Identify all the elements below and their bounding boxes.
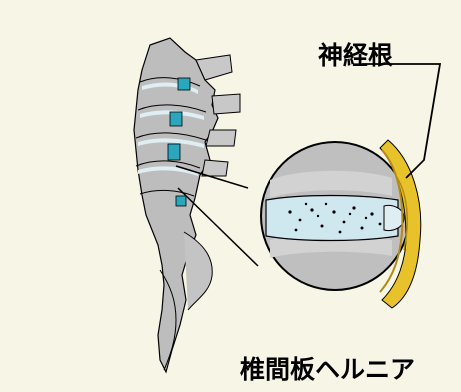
nerve-root-label: 神経根 [318, 36, 393, 72]
magnified-view [261, 140, 421, 308]
disc-highlight-3 [168, 144, 180, 160]
disc-highlight-4 [176, 196, 186, 206]
diagram-caption: 椎間板ヘルニア [240, 350, 415, 386]
spine-illustration [134, 38, 240, 372]
spinous-process-3 [206, 130, 236, 146]
disc-cross-section [266, 196, 398, 241]
spinous-process-4 [202, 160, 228, 176]
disc-highlight-2 [170, 112, 182, 126]
disc-highlight-1 [178, 78, 190, 90]
spinous-process-2 [212, 94, 240, 114]
